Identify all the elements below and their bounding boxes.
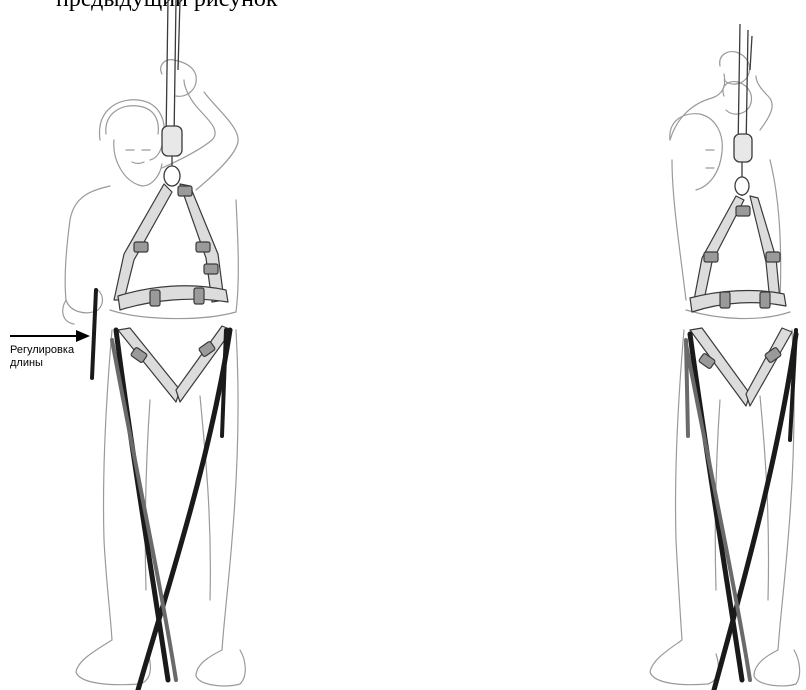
right-figure-raised-arm-right bbox=[756, 76, 772, 130]
left-figure-right-leg bbox=[200, 396, 210, 600]
left-rope bbox=[162, 0, 182, 186]
length-adjustment-label-line1: Регулировка bbox=[10, 344, 74, 357]
length-adjustment-arrow bbox=[10, 330, 90, 342]
right-rope bbox=[734, 24, 752, 196]
left-figure-left-leg bbox=[103, 330, 112, 640]
left-harness-chest-belt bbox=[118, 286, 228, 310]
right-figure-left-leg bbox=[675, 330, 684, 640]
left-figure-helmet bbox=[100, 100, 165, 160]
left-figure-right-boot bbox=[196, 650, 245, 686]
left-figure-torso bbox=[65, 186, 110, 300]
right-figure-left-boot bbox=[650, 640, 718, 685]
length-adjustment-label: Регулировка длины bbox=[10, 344, 74, 370]
length-adjustment-label-line2: длины bbox=[10, 357, 74, 370]
left-figure-helmet-inner bbox=[106, 106, 159, 134]
right-harness bbox=[690, 196, 792, 406]
right-harness-shoulder-strap-right bbox=[750, 196, 780, 302]
left-harness-leg-loop-left bbox=[118, 328, 180, 402]
right-figure-head bbox=[670, 114, 722, 190]
right-figure-raised-arm-left bbox=[670, 74, 725, 140]
left-harness bbox=[114, 184, 232, 402]
right-figure-right-boot bbox=[754, 650, 800, 686]
